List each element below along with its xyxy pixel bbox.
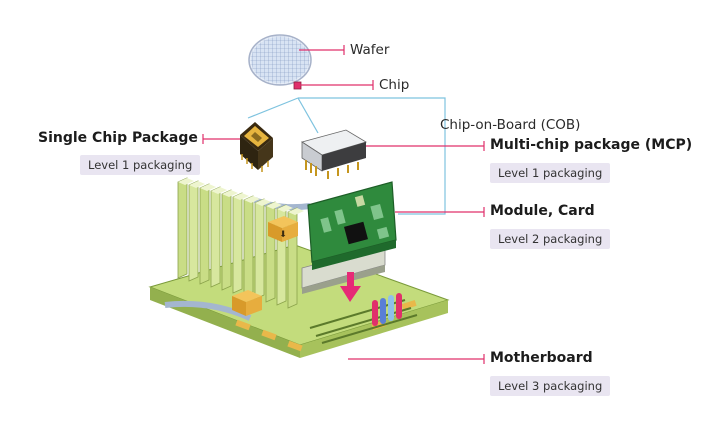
fin-top [211, 187, 227, 194]
fin-top [222, 190, 238, 197]
module-card-label: Module, Card [490, 203, 595, 219]
single-chip-package-graphic [240, 122, 273, 172]
connector-lines [247, 97, 446, 215]
wafer-label: Wafer [350, 42, 390, 58]
fin-top [266, 202, 282, 209]
mcp-graphic [301, 129, 367, 179]
fin-top [189, 181, 205, 188]
single-chip-level-badge: Level 1 packaging [80, 155, 201, 175]
fin-panel [199, 183, 210, 285]
single-chip-package-label: Single Chip Package [38, 130, 198, 146]
fin-top [288, 208, 304, 215]
cob-label: Chip-on-Board (COB) [440, 117, 581, 133]
fin-top [233, 193, 249, 200]
fin-packages: ⬇ [232, 216, 298, 316]
wafer-graphic [247, 33, 313, 87]
mcp-level-badge: Level 1 packaging [490, 163, 611, 183]
fin-panel [254, 198, 265, 300]
insert-arrow [340, 272, 361, 302]
motherboard-label: Motherboard [490, 350, 593, 366]
module-card [307, 181, 397, 270]
leader-lines [202, 45, 485, 364]
fin-panel [221, 189, 232, 291]
fin-panel [243, 195, 254, 297]
fin-panel [188, 180, 199, 282]
fin-panel [265, 201, 276, 303]
fin-top [244, 196, 260, 203]
fin-top [178, 178, 194, 185]
fin-panel [232, 192, 243, 294]
fin-top [200, 184, 216, 191]
fin-panel [210, 186, 221, 288]
module-level-badge: Level 2 packaging [490, 229, 611, 249]
mcp-label: Multi-chip package (MCP) [490, 137, 693, 153]
motherboard-level-badge: Level 3 packaging [490, 376, 611, 396]
capacitors [372, 293, 402, 326]
fin-top [277, 205, 293, 212]
fin-panel [177, 177, 188, 279]
svg-text:⬇: ⬇ [279, 230, 287, 240]
fin-top [255, 199, 271, 206]
chip-label: Chip [379, 77, 410, 93]
